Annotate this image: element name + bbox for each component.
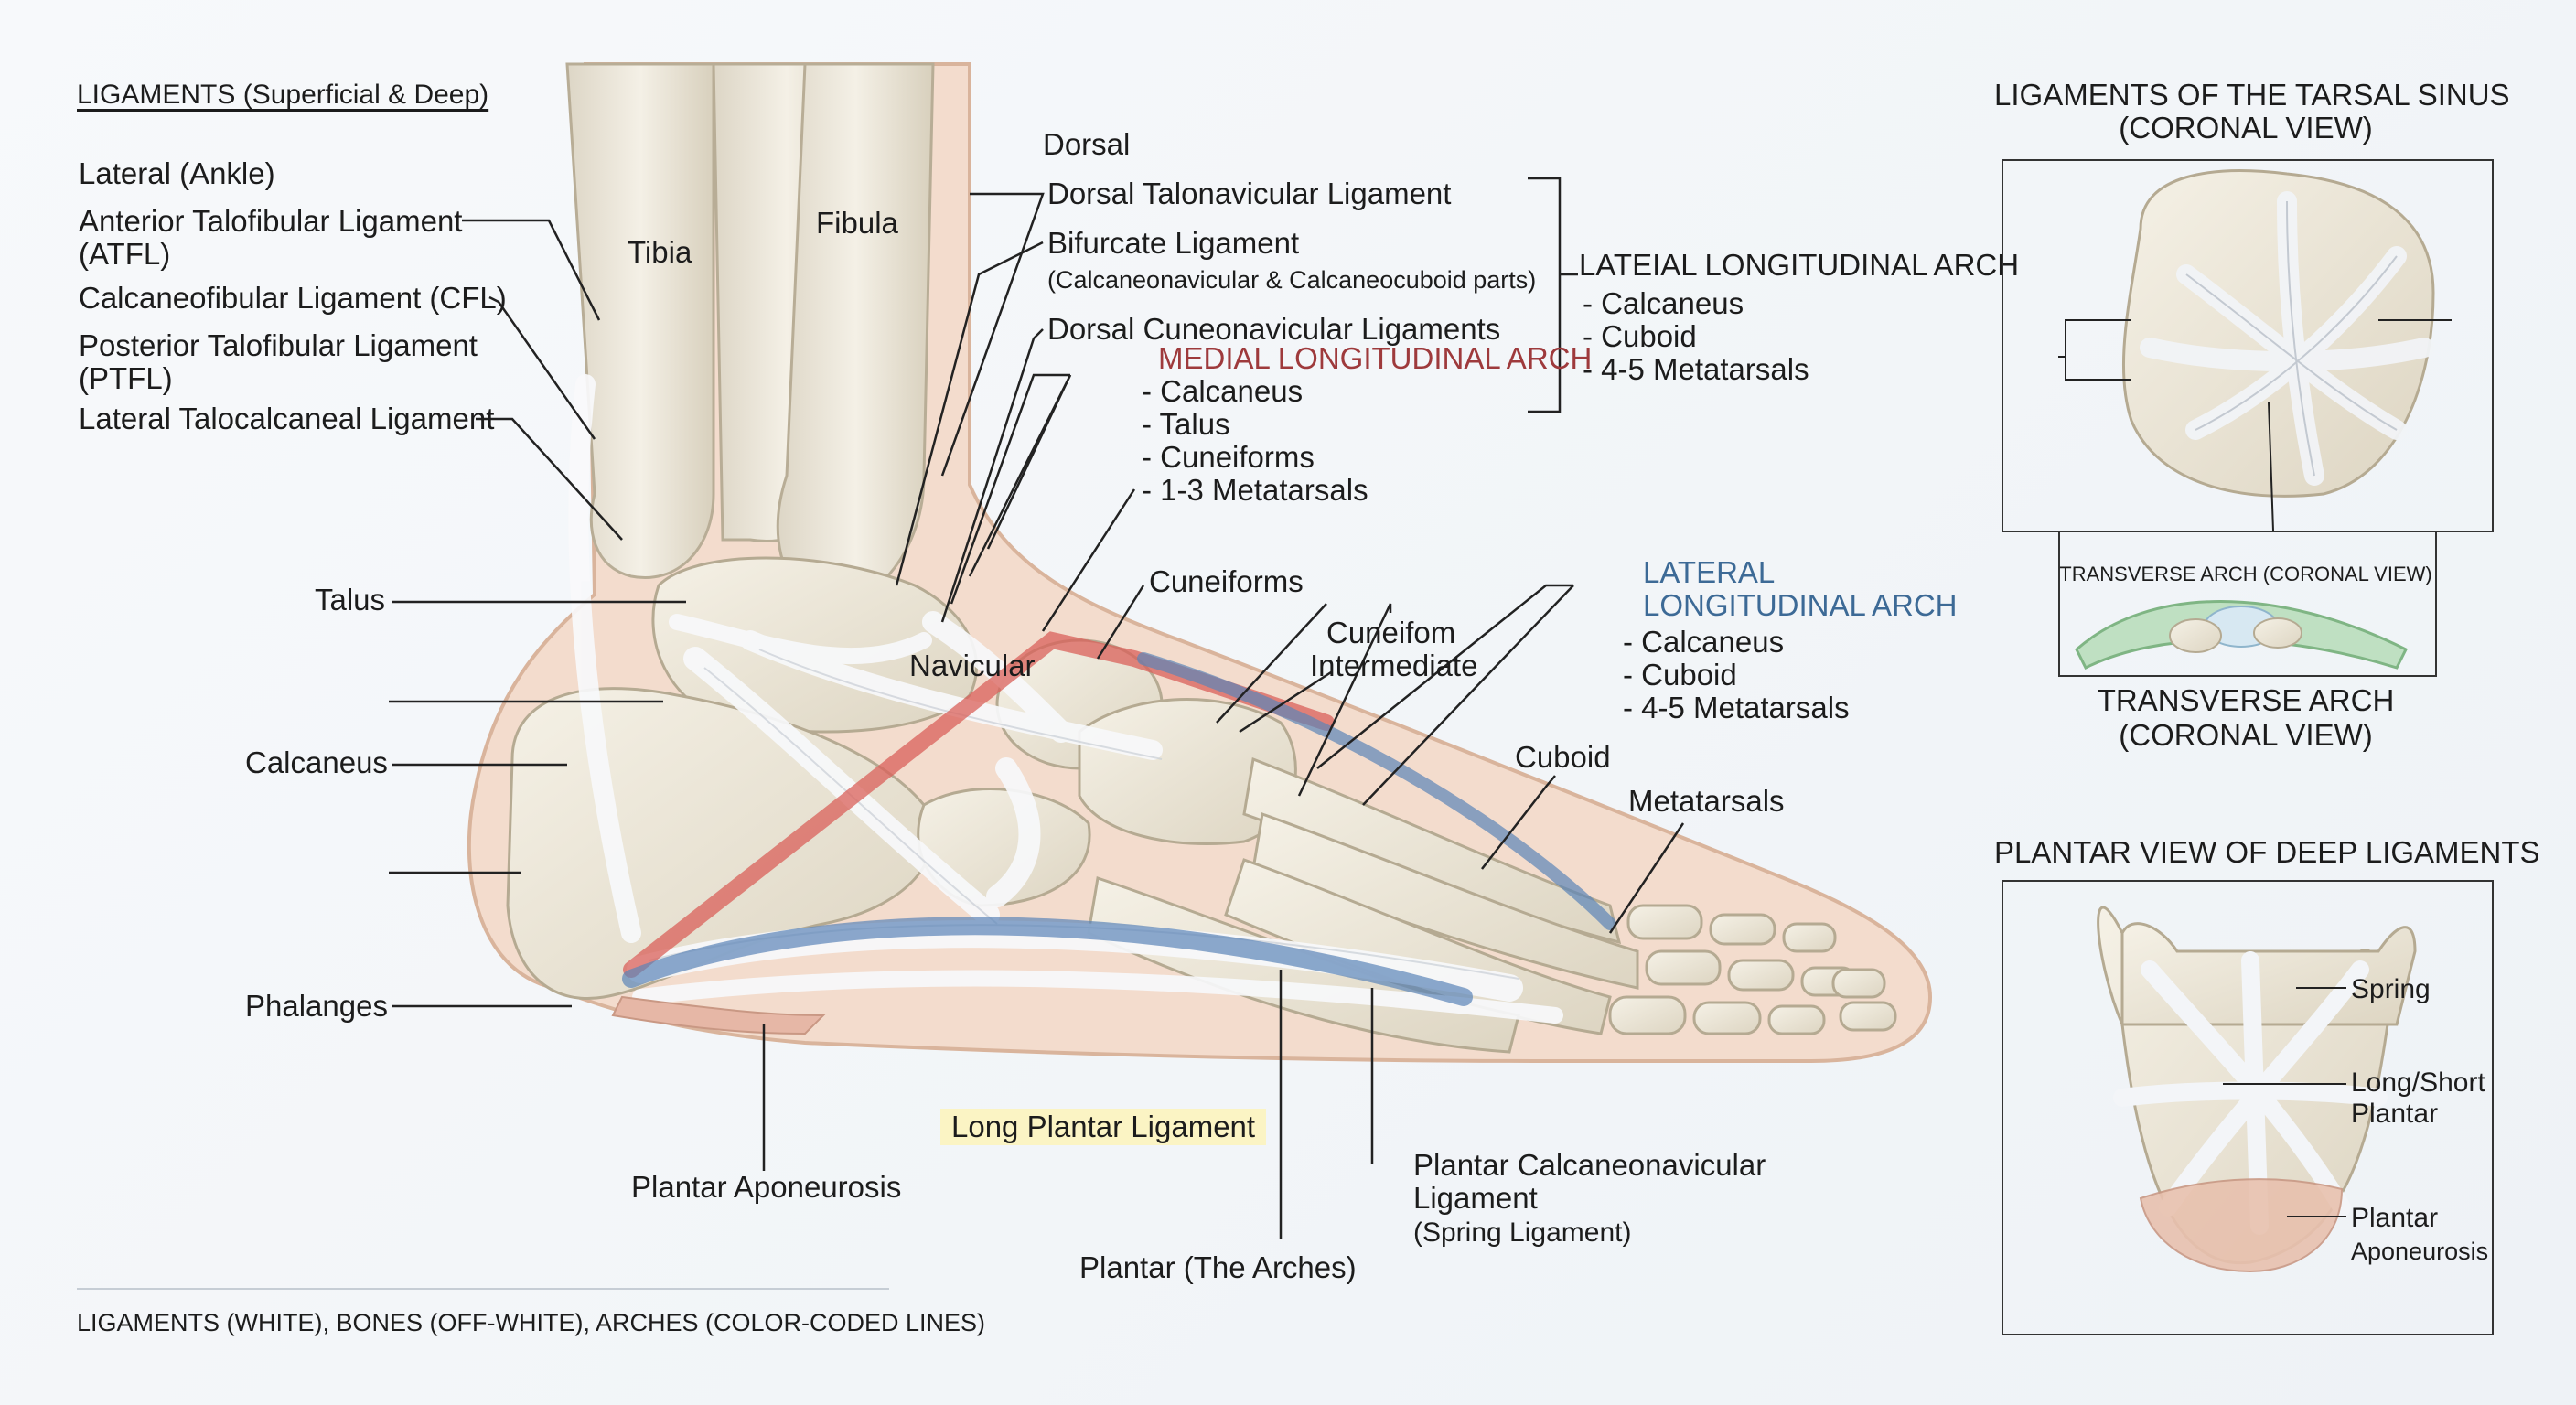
spring-ligament-label-2: Ligament [1413, 1181, 1538, 1215]
medial-arch-item: - 1-3 Metatarsals [1142, 473, 1368, 507]
spring-ligament-label: Plantar Calcaneonavicular [1413, 1148, 1766, 1182]
lateral-arch-line-upper [1137, 652, 1616, 930]
tibia-bone [565, 62, 715, 579]
bifurcate-label: Bifurcate Ligament [1047, 226, 1300, 260]
metatarsals-label: Metatarsals [1628, 784, 1785, 818]
medial-arch-title: MEDIAL LONGITUDINAL ARCH [1158, 341, 1593, 375]
legend-title: LIGAMENTS (Superficial & Deep) [77, 80, 489, 110]
navicular-label: Navicular [909, 649, 1036, 682]
dorsal-heading: Dorsal [1043, 127, 1131, 161]
lateral-arch-item: - 4-5 Metatarsals [1623, 691, 1850, 724]
lateral-arch-line-plantar [622, 917, 1473, 1006]
transverse-arch-inset-art [2075, 600, 2409, 670]
bifurcate-parts-label: (Calcaneonavicular & Calcaneocuboid part… [1047, 266, 1537, 294]
lateial-arch-item: - Cuboid [1583, 319, 1697, 353]
fibula-label: Fibula [816, 206, 898, 240]
talus-label: Talus [315, 583, 386, 617]
atfl-label: Anterior Talofibular Ligament [79, 204, 463, 238]
phalanges-label: Phalanges [245, 989, 388, 1023]
plantar-long-short-label-2: Plantar [2351, 1099, 2439, 1129]
lateial-arch-item: - Calcaneus [1583, 286, 1744, 320]
lateral-arch-title-2: LONGITUDINAL ARCH [1643, 588, 1958, 622]
long-plantar-ligament-label: Long Plantar Ligament [940, 1109, 1267, 1145]
plantar-spring-label: Spring [2351, 974, 2431, 1004]
ltcl-label: Lateral Talocalcaneal Ligament [79, 402, 495, 435]
ptfl-label: Posterior Talofibular Ligament [79, 328, 478, 362]
cuneifom-intermediate-label: Intermediate [1310, 649, 1478, 682]
plantar-view-inset [2002, 880, 2494, 1335]
lateral-arch-item: - Cuboid [1623, 658, 1737, 692]
medial-arch-item: - Talus [1142, 407, 1230, 441]
cuneiforms-label: Cuneiforms [1149, 564, 1304, 598]
lateral-arch-title: LATERAL [1643, 555, 1776, 589]
plantar-view-title: PLANTAR VIEW OF DEEP LIGAMENTS [1994, 835, 2540, 869]
lateral-arch-item: - Calcaneus [1623, 625, 1785, 659]
plantar-aponeurosis-label: Plantar Aponeurosis [631, 1170, 902, 1204]
transverse-arch-box-label: TRANSVERSE ARCH (CORONAL VIEW) [2059, 563, 2432, 585]
atfl-abbrev: (ATFL) [79, 237, 171, 271]
cfl-label: Calcaneofibular Ligament (CFL) [79, 281, 507, 315]
cuboid-label: Cuboid [1515, 740, 1611, 774]
plantar-view-inset-art [2097, 906, 2417, 1273]
tarsal-sinus-inset [2002, 159, 2494, 532]
spring-ligament-subtitle: (Spring Ligament) [1413, 1217, 1632, 1248]
tarsal-sinus-title: LIGAMENTS OF THE TARSAL SINUS [1994, 78, 2510, 112]
cuneifom-label: Cuneifom [1326, 616, 1456, 649]
tibia-label: Tibia [628, 235, 692, 269]
transverse-arch-inset [2058, 531, 2437, 677]
plantar-long-short-label: Long/Short [2351, 1067, 2485, 1098]
phalanx-bones [1608, 904, 1897, 1035]
transverse-arch-caption: TRANSVERSE ARCH [2097, 683, 2395, 717]
lateial-arch-bracket [1528, 177, 1578, 413]
footer-note: LIGAMENTS (WHITE), BONES (OFF-WHITE), AR… [77, 1309, 986, 1336]
tarsal-sinus-inset-art [2058, 169, 2452, 531]
dorsal-talonavicular-label: Dorsal Talonavicular Ligament [1047, 177, 1452, 210]
lateial-arch-item: - 4-5 Metatarsals [1583, 352, 1809, 386]
medial-arch-item: - Cuneiforms [1142, 440, 1315, 474]
lateral-ankle-heading: Lateral (Ankle) [79, 156, 275, 190]
calcaneus-label: Calcaneus [245, 745, 388, 779]
tarsal-sinus-subtitle: (CORONAL VIEW) [2119, 111, 2373, 145]
transverse-arch-caption-2: (CORONAL VIEW) [2119, 718, 2373, 752]
plantar-aponeurosis-inset-label: Plantar [2351, 1203, 2439, 1233]
leader-lines [389, 192, 1685, 1239]
ptfl-abbrev: (PTFL) [79, 361, 173, 395]
plantar-aponeurosis-band [611, 995, 826, 1035]
footer-divider [77, 1288, 889, 1290]
lateial-arch-title: LATEIAL LONGITUDINAL ARCH [1579, 248, 2020, 282]
fibula-bone [776, 62, 935, 615]
dorsal-cuneonavicular-label: Dorsal Cuneonavicular Ligaments [1047, 312, 1501, 346]
plantar-aponeurosis-inset-label-2: Aponeurosis [2351, 1238, 2489, 1265]
plantar-arches-label: Plantar (The Arches) [1079, 1250, 1357, 1284]
medial-arch-item: - Calcaneus [1142, 374, 1304, 408]
